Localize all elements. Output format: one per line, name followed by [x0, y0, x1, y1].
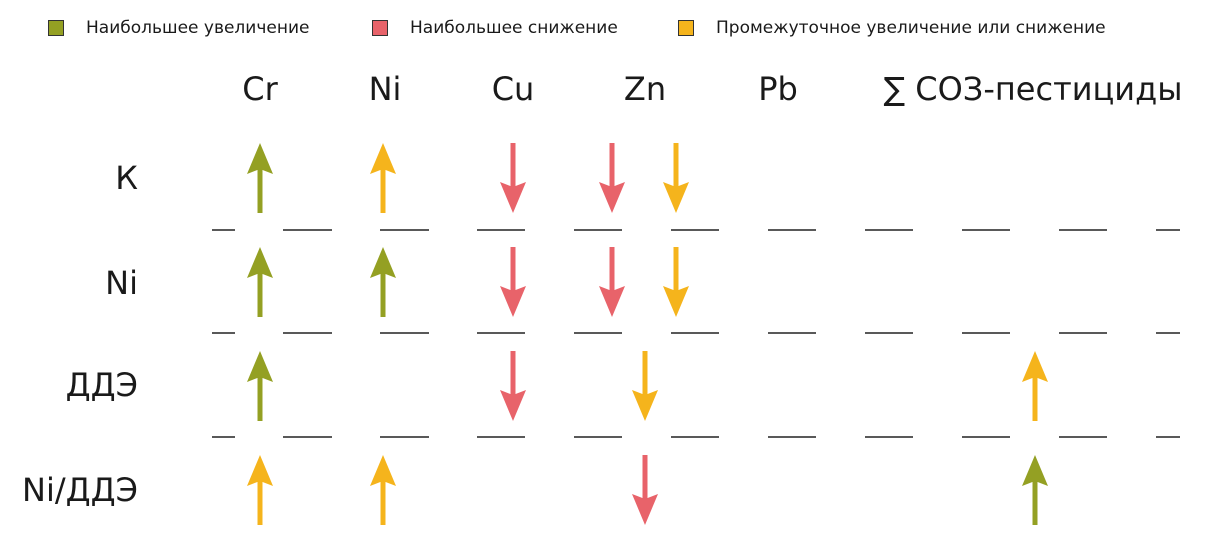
- legend-increase: Наибольшее увеличение: [48, 18, 309, 38]
- legend-decrease: Наибольшее снижение: [372, 18, 618, 38]
- arrow-down-icon: [500, 143, 526, 213]
- arrow-down-icon: [663, 247, 689, 317]
- legend-swatch: [372, 20, 388, 36]
- row-label: К: [115, 159, 138, 197]
- legend-swatch: [678, 20, 694, 36]
- arrow-down-icon: [599, 247, 625, 317]
- row-label: Ni/ДДЭ: [22, 471, 138, 509]
- arrow-up-icon: [370, 247, 396, 317]
- column-header: Pb: [758, 70, 798, 108]
- arrow-up-icon: [1022, 351, 1048, 421]
- legend-swatch: [48, 20, 64, 36]
- legend-label: Наибольшее снижение: [410, 18, 618, 38]
- arrow-down-icon: [632, 455, 658, 525]
- arrow-up-icon: [247, 455, 273, 525]
- legend-label: Промежуточное увеличение или снижение: [716, 18, 1106, 38]
- arrow-up-icon: [1022, 455, 1048, 525]
- arrow-down-icon: [500, 351, 526, 421]
- arrow-up-icon: [247, 143, 273, 213]
- legend-label: Наибольшее увеличение: [86, 18, 310, 38]
- arrow-up-icon: [370, 455, 396, 525]
- row-label: ДДЭ: [65, 366, 138, 404]
- arrow-up-icon: [247, 247, 273, 317]
- column-header: Zn: [623, 70, 667, 108]
- arrow-down-icon: [632, 351, 658, 421]
- arrow-down-icon: [663, 143, 689, 213]
- column-header: Ni: [368, 70, 402, 108]
- legend-intermediate: Промежуточное увеличение или снижение: [678, 18, 1106, 38]
- column-header: ∑ СОЗ-пестициды: [883, 70, 1183, 108]
- column-header: Cu: [491, 70, 535, 108]
- arrow-up-icon: [370, 143, 396, 213]
- arrow-down-icon: [500, 247, 526, 317]
- arrow-up-icon: [247, 351, 273, 421]
- row-label: Ni: [105, 264, 138, 302]
- arrow-down-icon: [599, 143, 625, 213]
- column-header: Cr: [242, 70, 278, 108]
